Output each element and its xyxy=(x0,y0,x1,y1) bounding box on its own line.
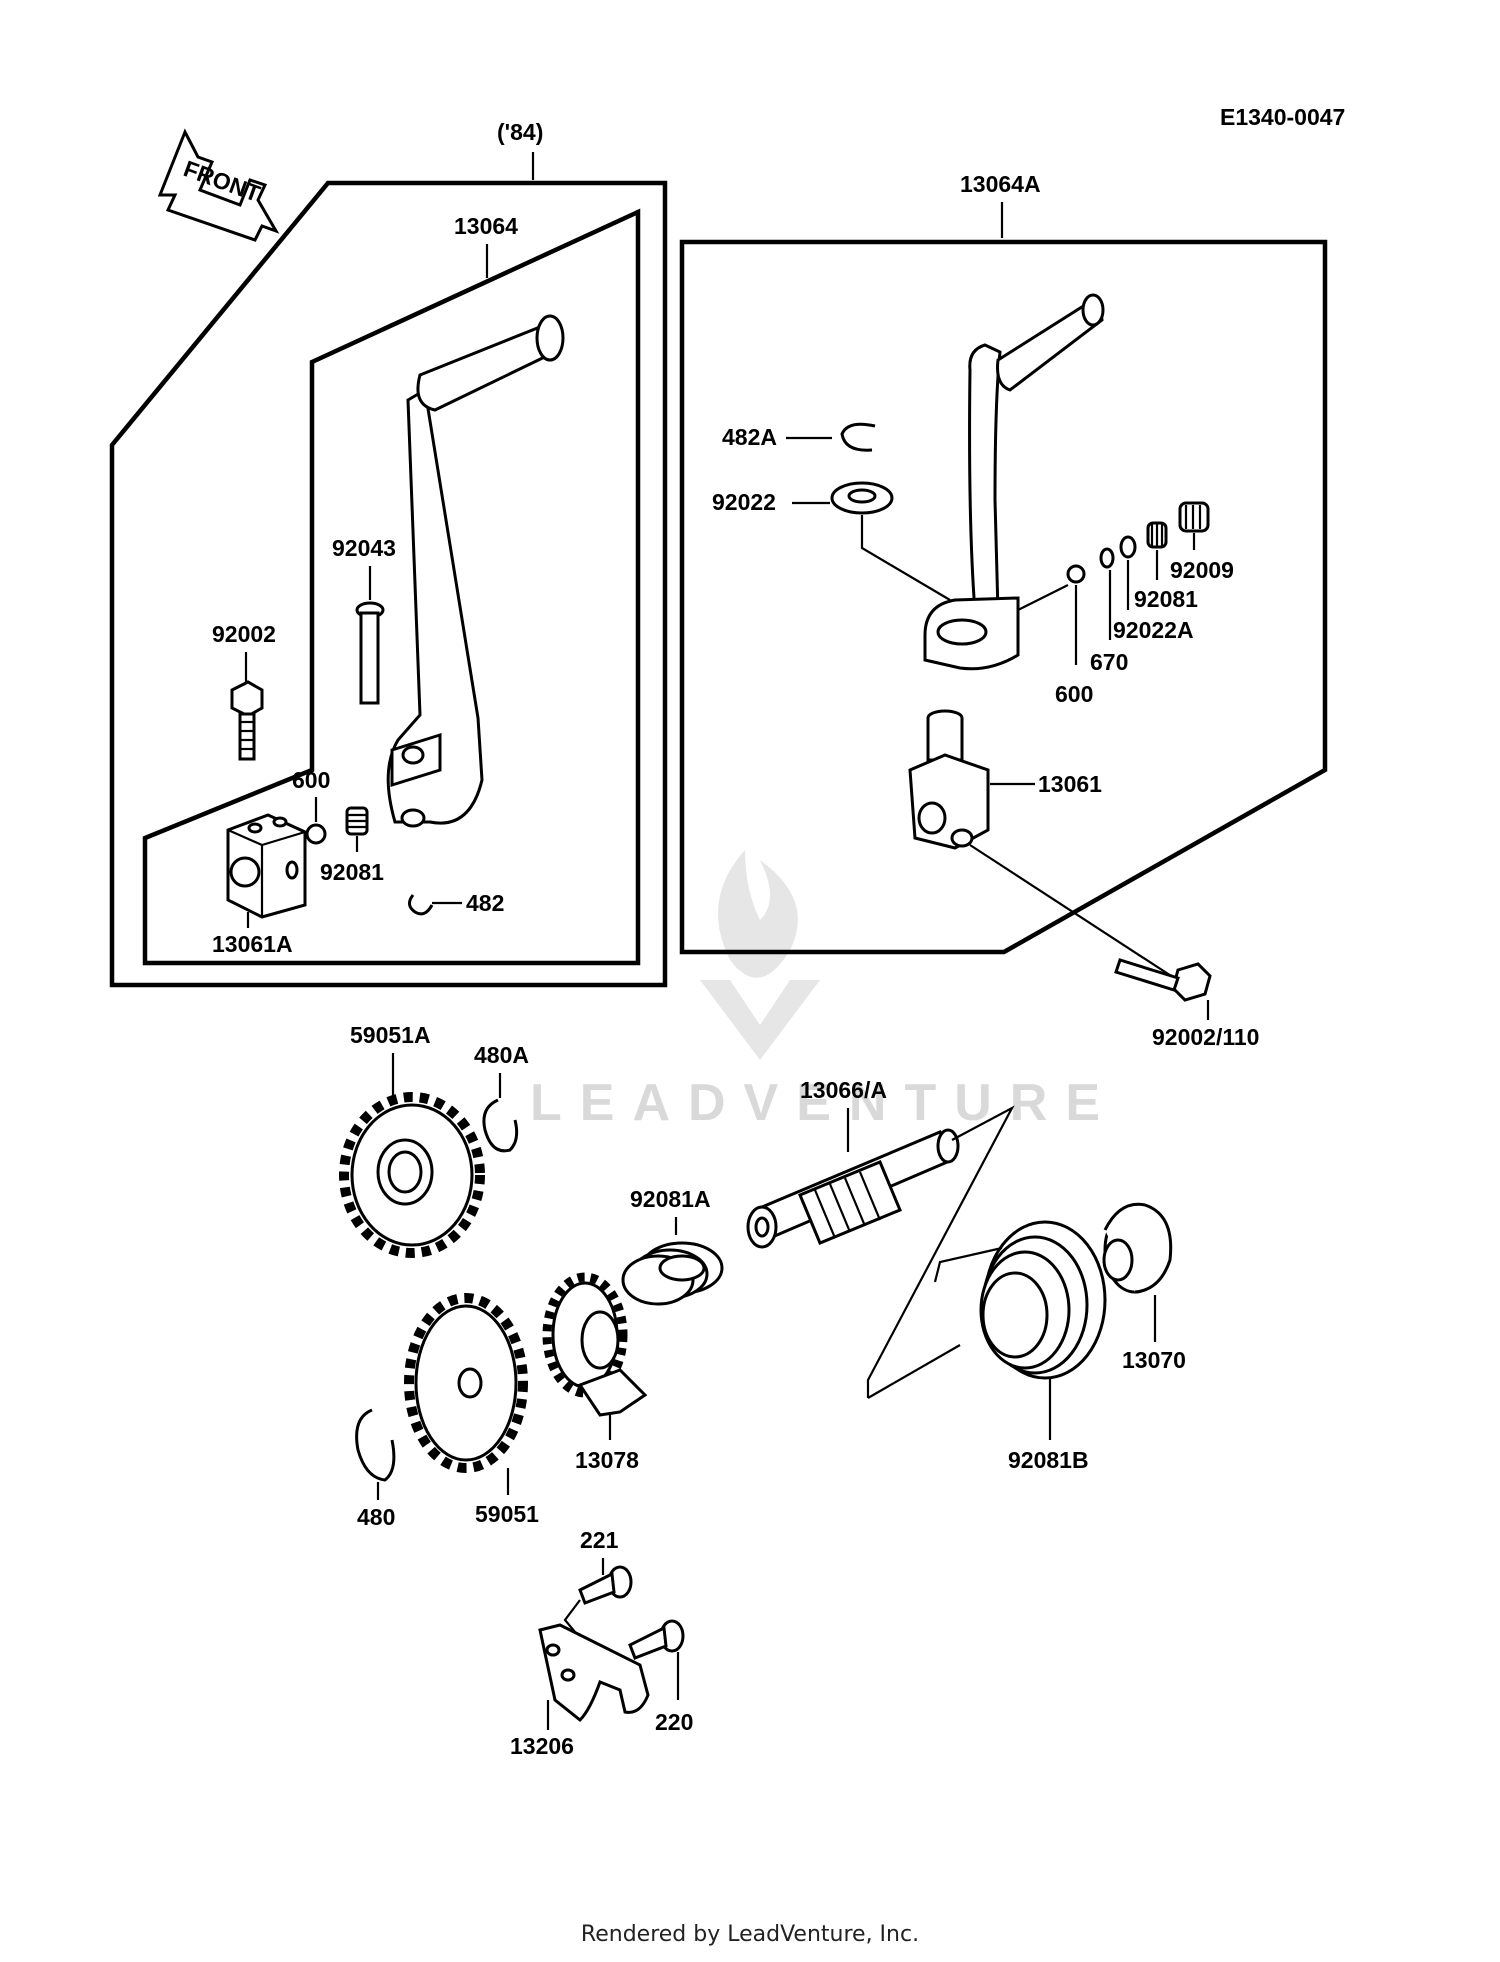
label-92009: 92009 xyxy=(1170,557,1234,583)
label-92081B: 92081B xyxy=(1008,1447,1089,1473)
watermark: LEADVENTURE xyxy=(530,850,1100,1132)
spring-92081-right xyxy=(1146,521,1168,549)
ratchet-13078 xyxy=(542,1272,648,1417)
label-92002-110: 92002/110 xyxy=(1152,1024,1259,1050)
year-tag: ('84) xyxy=(497,119,543,145)
footer-credit: Rendered by LeadVenture, Inc. xyxy=(580,1922,920,1947)
label-13061: 13061 xyxy=(1038,771,1102,797)
label-92002: 92002 xyxy=(212,621,276,647)
washer-670 xyxy=(1099,547,1115,569)
spring-guide-13070 xyxy=(1102,1202,1173,1294)
label-13064A: 13064A xyxy=(960,171,1041,197)
variant-84-inner-box xyxy=(142,208,641,966)
spring-92081A xyxy=(621,1241,724,1306)
label-59051A: 59051A xyxy=(350,1022,431,1048)
clip-482A xyxy=(840,422,876,452)
spring-92081-left xyxy=(345,806,369,836)
washer-92022A xyxy=(1119,535,1137,559)
circlip-480 xyxy=(355,1408,396,1482)
gear-59051 xyxy=(404,1293,528,1473)
front-arrow-icon: FRONT xyxy=(157,128,280,242)
label-13070: 13070 xyxy=(1122,1347,1186,1373)
circlip-480A xyxy=(482,1098,519,1153)
label-13206: 13206 xyxy=(510,1733,574,1759)
label-482: 482 xyxy=(466,890,504,916)
label-92043: 92043 xyxy=(332,535,396,561)
label-480: 480 xyxy=(357,1504,395,1530)
guide-plate-13206 xyxy=(538,1623,650,1723)
label-13064: 13064 xyxy=(454,213,518,239)
label-59051: 59051 xyxy=(475,1501,539,1527)
label-92022: 92022 xyxy=(712,489,776,515)
washer-92022 xyxy=(830,481,894,515)
gear-59051A xyxy=(339,1092,485,1258)
diagram-code: E1340-0047 xyxy=(1220,104,1345,130)
label-13078: 13078 xyxy=(575,1447,639,1473)
label-92022A: 92022A xyxy=(1113,617,1194,643)
kick-shaft-13066A xyxy=(746,1128,960,1249)
label-92081A: 92081A xyxy=(630,1186,711,1212)
label-13061A: 13061A xyxy=(212,931,293,957)
label-600-left: 600 xyxy=(292,767,330,793)
variant-right-box xyxy=(679,239,1328,955)
label-220: 220 xyxy=(655,1709,693,1735)
cap-92009 xyxy=(1178,501,1210,533)
clamp-block-13061A xyxy=(226,813,307,919)
bolt-92002 xyxy=(230,680,264,761)
label-92081-left: 92081 xyxy=(320,859,384,885)
kick-pedal-13064 xyxy=(386,314,565,828)
pin-92043 xyxy=(355,601,385,705)
label-600-right: 600 xyxy=(1055,681,1093,707)
label-482A: 482A xyxy=(722,424,777,450)
label-92081-right: 92081 xyxy=(1134,586,1198,612)
torsion-spring-92081B xyxy=(933,1220,1107,1380)
label-221: 221 xyxy=(580,1527,619,1553)
label-13066A: 13066/A xyxy=(800,1077,887,1103)
clip-482 xyxy=(408,894,434,916)
screw-220 xyxy=(628,1619,685,1660)
shaft-boss-13061 xyxy=(908,709,990,850)
ball-600-left xyxy=(305,823,327,845)
bolt-92002-110 xyxy=(1114,958,1212,1002)
label-480A: 480A xyxy=(474,1042,529,1068)
variant-84-outer-box xyxy=(109,180,668,988)
ball-600-right xyxy=(1066,564,1086,584)
label-670: 670 xyxy=(1090,649,1128,675)
screw-221 xyxy=(578,1565,633,1605)
kick-pedal-13064A xyxy=(923,293,1105,671)
